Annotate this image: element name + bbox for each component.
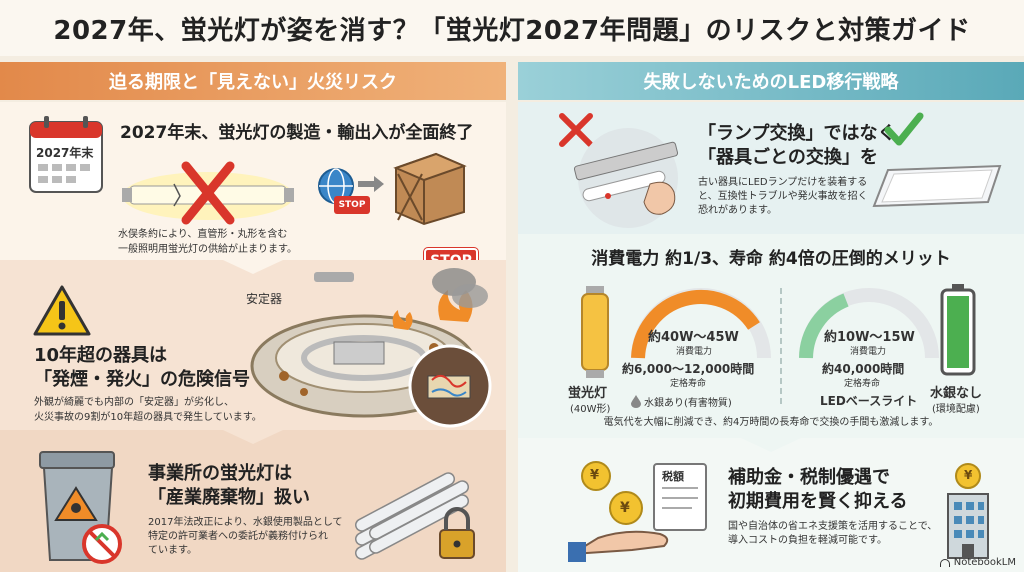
led-name: LEDベースライト bbox=[820, 394, 918, 408]
panel-led-merits: 消費電力 約1/3、寿命 約4倍の圧倒的メリット 蛍光灯 (40W形) 約40W… bbox=[518, 234, 1024, 438]
fl-power-label: 消費電力 bbox=[676, 347, 713, 357]
waste-heading-1: 事業所の蛍光灯は bbox=[148, 463, 292, 484]
subsidy-hand-illustration bbox=[568, 461, 707, 562]
fl-name: 蛍光灯 bbox=[568, 386, 608, 401]
warning-icon bbox=[33, 285, 91, 336]
fl-power: 約40W〜45W bbox=[648, 330, 739, 345]
calendar-icon bbox=[29, 116, 103, 193]
arrow-right-icon bbox=[358, 176, 384, 192]
fire-heading-1: 10年超の器具は bbox=[34, 345, 168, 366]
fl-gauge bbox=[631, 288, 771, 359]
led-mercury: 水銀なし bbox=[930, 386, 983, 401]
replace-heading-1: 「ランプ交換」ではなく bbox=[698, 123, 896, 144]
waste-heading-2: 「産業廃棄物」扱い bbox=[148, 487, 310, 508]
office-building-icon bbox=[947, 463, 989, 559]
footer-brand: NotebookLM bbox=[939, 557, 1016, 568]
merit-heading: 消費電力 約1/3、寿命 約4倍の圧倒的メリット bbox=[591, 249, 951, 269]
waste-body-3: ています。 bbox=[148, 545, 197, 556]
yen-sign-1: ¥ bbox=[590, 468, 600, 483]
vs-divider bbox=[780, 288, 782, 404]
yen-sign-2: ¥ bbox=[620, 500, 630, 516]
ballast-label: 安定器 bbox=[246, 292, 283, 306]
panel-fire-risk: 10年超の器具は 「発煙・発火」の危険信号 外観が綺麗でも内部の「安定器」が劣化… bbox=[0, 260, 506, 430]
subsidy-heading-1: 補助金・税制優遇で bbox=[728, 467, 890, 488]
led-life: 約40,000時間 bbox=[822, 362, 905, 376]
crate-icon bbox=[393, 152, 467, 226]
waste-body-1: 2017年法改正により、水銀使用製品として bbox=[148, 517, 343, 528]
left-column: 迫る期限と「見えない」火災リスク 2027年末 2027年末、蛍光灯の製造・輸出… bbox=[0, 56, 512, 572]
panel-deadline: 2027年末 2027年末、蛍光灯の製造・輸出入が全面終了 STOP bbox=[0, 102, 506, 286]
stop-sign-small: STOP bbox=[334, 196, 370, 214]
merit-note: 電気代を大幅に削減でき、約4万時間の長寿命で交換の手間も激減します。 bbox=[603, 417, 939, 428]
led-power: 約10W〜15W bbox=[824, 330, 915, 345]
tax-label: 税額 bbox=[662, 470, 684, 483]
chevron-down-icon bbox=[223, 430, 283, 444]
subsidy-body-1: 国や自治体の省エネ支援策を活用することで、 bbox=[728, 521, 938, 532]
page-title: 2027年、蛍光灯が姿を消す？「蛍光灯2027年問題」のリスクと対策ガイド bbox=[0, 0, 1024, 56]
led-gauge bbox=[799, 288, 939, 359]
subsidy-heading-2: 初期費用を賢く抑える bbox=[728, 491, 908, 512]
green-check-icon bbox=[884, 112, 924, 146]
led-panel-illustration bbox=[872, 164, 1002, 208]
yen-sign-3: ¥ bbox=[964, 468, 973, 482]
deadline-heading: 2027年末、蛍光灯の製造・輸出入が全面終了 bbox=[120, 123, 474, 143]
calendar-label: 2027年末 bbox=[36, 146, 94, 160]
trash-bin-icon bbox=[39, 451, 122, 564]
fl-life-label: 定格寿命 bbox=[670, 379, 707, 389]
broken-tube-icon bbox=[122, 161, 294, 225]
led-life-label: 定格寿命 bbox=[844, 379, 881, 389]
footer-label: NotebookLM bbox=[953, 557, 1016, 568]
rusty-fixture-illustration bbox=[250, 268, 492, 428]
replace-body-2: と、互換性トラブルや発火事故を招く bbox=[698, 191, 868, 202]
left-header: 迫る期限と「見えない」火災リスク bbox=[0, 62, 506, 100]
water-drop-icon bbox=[631, 395, 641, 408]
chevron-down-icon bbox=[741, 438, 801, 452]
battery-icon bbox=[940, 284, 976, 376]
fl-life: 約6,000〜12,000時間 bbox=[622, 362, 755, 376]
fl-mercury: 水銀あり(有害物質) bbox=[644, 398, 732, 409]
fire-body-2: 火災事故の9割が10年超の器具で発生しています。 bbox=[34, 412, 262, 423]
led-mercury-sub: (環境配慮) bbox=[932, 404, 980, 415]
panel-fixture-replacement: 「ランプ交換」ではなく 「器具ごとの交換」を 古い器具にLEDランプだけを装着す… bbox=[518, 102, 1024, 234]
fire-heading-2: 「発煙・発火」の危険信号 bbox=[34, 369, 250, 390]
fluorescent-tube-icon bbox=[581, 286, 609, 378]
tube-bundle-lock-icon bbox=[354, 472, 475, 560]
subsidy-body-2: 導入コストの負担を軽減可能です。 bbox=[728, 535, 887, 546]
fire-body-1: 外観が綺麗でも内部の「安定器」が劣化し、 bbox=[34, 397, 234, 408]
replace-body-1: 古い器具にLEDランプだけを装着する bbox=[698, 177, 868, 188]
deadline-body-2: 一般照明用蛍光灯の供給が止まります。 bbox=[118, 244, 297, 255]
right-column: 失敗しないためのLED移行戦略 「ランプ交換」ではなく 「器具ごとの交換」を 古… bbox=[512, 56, 1024, 572]
deadline-body-1: 水俣条約により、直管形・丸形を含む bbox=[118, 229, 288, 240]
right-header: 失敗しないためのLED移行戦略 bbox=[518, 62, 1024, 100]
red-x-icon bbox=[559, 113, 593, 147]
replace-heading-2: 「器具ごとの交換」を bbox=[698, 147, 878, 168]
notebook-icon bbox=[939, 558, 950, 567]
panel-industrial-waste: 事業所の蛍光灯は 「産業廃棄物」扱い 2017年法改正により、水銀使用製品として… bbox=[0, 430, 506, 572]
lamp-swap-illustration bbox=[573, 128, 679, 228]
chevron-down-icon bbox=[223, 260, 283, 274]
fl-sub: (40W形) bbox=[570, 404, 611, 415]
panel-subsidy: 税額 ¥ ¥ 補助金・税制優遇で 初期費用を賢く抑える 国や自治体の省エネ支援策… bbox=[518, 438, 1024, 572]
waste-body-2: 特定の許可業者への委託が義務付けられ bbox=[148, 531, 328, 542]
replace-body-3: 恐れがあります。 bbox=[698, 205, 777, 216]
led-power-label: 消費電力 bbox=[850, 347, 887, 357]
